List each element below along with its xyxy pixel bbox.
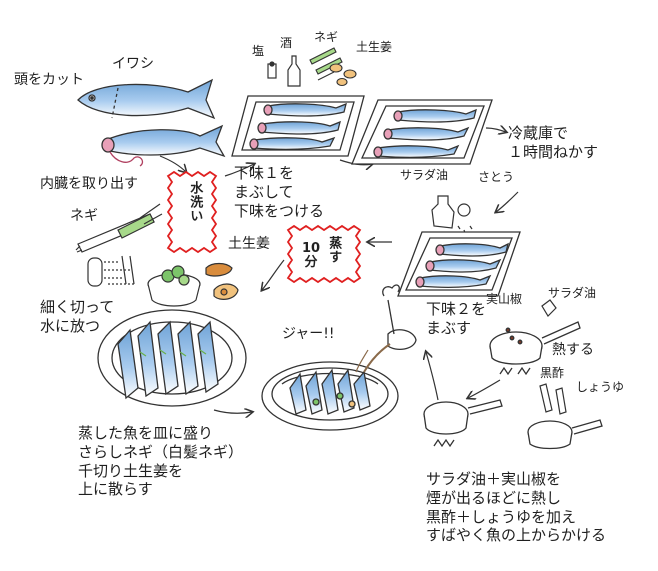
wash-badge-text: 水洗い [187,181,203,223]
oil-bottle-small-icon [541,299,557,317]
fridge-label: 冷蔵庫で １時間ねかす [508,124,599,161]
plate-instructions: 蒸した魚を皿に盛り さらしネギ（白髪ネギ） 千切り土生姜を 上に散らす [78,424,244,499]
negi-top-label: ネギ [314,30,339,44]
cut-fine-label: 細く切って 水に放つ [40,298,115,335]
ginger-mid-label: 土生姜 [228,236,270,252]
scallion-bits-icon [309,47,343,81]
sauce-pan-icon [423,399,503,448]
step2-label: 下味２を まぶす [426,300,487,337]
wash-badge-frame [166,170,218,254]
marinating-tray-icon [351,99,493,165]
ginger-bits-icon [329,63,357,87]
steam-time-text: 10 分 [302,241,321,271]
shredded-scallion-icon [87,255,136,287]
heat-label: 熱する [552,342,594,358]
salad-oil-right-label: サラダ油 [548,286,597,300]
sugar-icon [457,203,473,234]
sardine-label: イワシ [112,56,154,72]
mixing-pan-icon [527,419,603,450]
salad-oil-bottle-icon [431,195,455,229]
ginger-icon [205,262,239,300]
black-vinegar-label: 黒酢 [540,366,565,380]
seasoning-tray-icon [397,231,521,297]
negi-left-label: ネギ [70,208,98,224]
soy-sauce-label: しょうゆ [576,380,625,394]
head-cut-label: 頭をカット [14,72,84,88]
final-instructions: サラダ油＋実山椒を 煙が出るほどに熱し 黒酢＋しょうゆを加え すばやく魚の上から… [426,470,607,545]
whole-sardine-icon [77,78,216,120]
salt-shaker-icon [267,61,277,79]
sizzle-label: ジャー!! [282,326,335,342]
sugar-label: さとう [478,170,515,184]
scallion-icon [75,203,163,253]
steam-word-text: 蒸す [326,236,342,264]
headless-sardine-icon [101,124,226,167]
salad-oil-top-label: サラダ油 [400,168,449,182]
herb-bowl-icon [147,265,201,307]
remove-guts-label: 内臓を取り出す [40,176,138,192]
sake-bottle-icon [287,55,301,87]
sansho-label: 実山椒 [486,292,523,306]
vinegar-bottle-icon [539,383,553,413]
pouring-pot-icon [355,284,417,373]
soy-sauce-bottle-icon [555,387,567,415]
sake-label: 酒 [280,36,293,50]
steaming-pan-icon [261,361,399,431]
step1-label: 下味１を まぶして 下味をつける [234,164,325,220]
tray-icon [231,95,365,157]
serving-plate-icon [97,309,247,407]
oil-pan-icon [489,321,581,376]
steam-badge-frame [286,224,362,284]
ginger-top-label: 土生姜 [356,40,393,54]
salt-label: 塩 [252,44,265,58]
